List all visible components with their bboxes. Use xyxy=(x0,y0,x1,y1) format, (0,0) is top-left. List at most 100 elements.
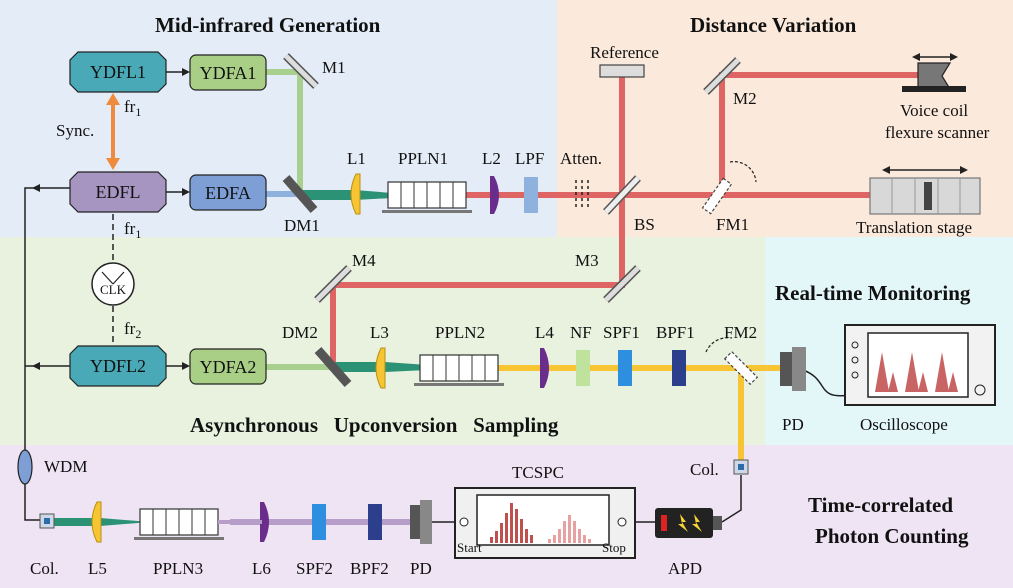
filter-bpf2 xyxy=(368,504,382,540)
edfl-box: EDFL xyxy=(69,171,167,213)
section-title-tcpc-2: Photon Counting xyxy=(815,524,969,548)
mirror-m1-edge xyxy=(284,54,318,88)
tcspc-hist-pulse2-bar xyxy=(583,535,586,543)
svg-text:YDFL2: YDFL2 xyxy=(90,356,146,376)
dm1-label: DM1 xyxy=(284,216,320,235)
attenuator xyxy=(575,180,589,210)
l4-label: L4 xyxy=(535,323,554,342)
sync-arrowhead-down xyxy=(106,158,120,170)
beam-purple-taper xyxy=(218,520,262,524)
reference-label: Reference xyxy=(590,43,659,62)
voice-coil-label-1: Voice coil xyxy=(900,101,968,120)
ydfa2-box: YDFA2 xyxy=(189,348,267,385)
flip-mirror-fm2 xyxy=(723,350,759,386)
lens-l3 xyxy=(375,347,386,389)
translation-stage-label: Translation stage xyxy=(856,218,972,237)
arrowhead-2 xyxy=(182,188,190,196)
arrowhead-3 xyxy=(182,362,190,370)
lens-l5 xyxy=(91,501,102,543)
ppln1-label: PPLN1 xyxy=(398,149,448,168)
l5-label: L5 xyxy=(88,559,107,578)
nf-label: NF xyxy=(570,323,592,342)
fiber-edfl-wdm xyxy=(24,187,70,450)
col-right-label: Col. xyxy=(690,460,719,479)
svg-text:EDFA: EDFA xyxy=(205,183,251,203)
mirror-m4-edge xyxy=(315,266,351,302)
fm2-rotate-arrow xyxy=(705,337,733,353)
ppln3-crystal xyxy=(134,508,224,540)
section-title-distance: Distance Variation xyxy=(690,13,857,37)
sync-arrowhead-up xyxy=(106,93,120,105)
section-title-tcpc-1: Time-correlated xyxy=(808,493,953,517)
beam-splitter-bs-edge xyxy=(604,176,640,214)
tcspc-hist-pulse2-bar xyxy=(568,515,571,543)
lens-l1 xyxy=(350,173,361,215)
spf2-label: SPF2 xyxy=(296,559,333,578)
tcspc-hist-pulse1-bar xyxy=(495,531,498,543)
fm2-label: FM2 xyxy=(724,323,757,342)
filter-spf2 xyxy=(312,504,326,540)
collimator-right xyxy=(733,459,749,475)
tcspc-hist-pulse1-bar xyxy=(510,503,513,543)
l1-label: L1 xyxy=(347,149,366,168)
sync-label: Sync. xyxy=(56,121,94,140)
oscilloscope-label: Oscilloscope xyxy=(860,415,948,434)
mirror-m2-edge xyxy=(704,58,740,94)
edfa-box: EDFA xyxy=(189,174,267,211)
bs-label: BS xyxy=(634,215,655,234)
dichroic-dm2 xyxy=(314,347,352,387)
lpf-label: LPF xyxy=(515,149,544,168)
atten-label: Atten. xyxy=(560,149,602,168)
photodiode-top xyxy=(780,347,806,391)
lens-l4 xyxy=(540,348,549,388)
tcspc-stop-label: Stop xyxy=(602,540,626,555)
dm2-label: DM2 xyxy=(282,323,318,342)
fiber-wdm-col xyxy=(24,484,42,521)
col-left-label: Col. xyxy=(30,559,59,578)
mirror-m3-edge xyxy=(604,266,640,302)
m3-label: M3 xyxy=(575,251,599,270)
filter-bpf1 xyxy=(672,350,686,386)
voice-coil-label-2: flexure scanner xyxy=(885,123,990,142)
pd-bottom-label: PD xyxy=(410,559,432,578)
svg-text:YDFL1: YDFL1 xyxy=(90,62,146,82)
tcspc-hist-pulse2-bar xyxy=(588,539,591,543)
wdm-label: WDM xyxy=(44,457,87,476)
m1-label: M1 xyxy=(322,58,346,77)
tcspc-hist-pulse2-bar xyxy=(578,529,581,543)
lens-l6 xyxy=(260,502,269,542)
dichroic-dm1 xyxy=(282,175,318,213)
oscilloscope xyxy=(844,324,996,406)
arrowhead-1 xyxy=(182,68,190,76)
section-title-mid-ir: Mid-infrared Generation xyxy=(155,13,381,37)
tcspc-label: TCSPC xyxy=(512,463,564,482)
filter-nf xyxy=(576,350,590,386)
tcspc-hist-pulse1-bar xyxy=(490,537,493,543)
ppln3-label: PPLN3 xyxy=(153,559,203,578)
tcspc-hist-pulse2-bar xyxy=(573,521,576,543)
l2-label: L2 xyxy=(482,149,501,168)
fm1-rotate-arrow xyxy=(729,161,757,183)
tcspc-histogram xyxy=(490,503,591,543)
clk-circle: CLK xyxy=(91,262,135,306)
tcspc-hist-pulse1-bar xyxy=(515,509,518,543)
ppln2-label: PPLN2 xyxy=(435,323,485,342)
filter-spf1 xyxy=(618,350,632,386)
lens-l2 xyxy=(490,176,499,214)
section-title-monitoring: Real-time Monitoring xyxy=(775,281,971,305)
tcspc-box xyxy=(454,487,636,559)
ppln1-crystal xyxy=(382,181,472,213)
ydfl1-box: YDFL1 xyxy=(69,51,167,93)
m4-label: M4 xyxy=(352,251,376,270)
tcspc-hist-pulse1-bar xyxy=(520,519,523,543)
fr1-top-label: fr1 xyxy=(124,97,141,119)
arrowhead-4 xyxy=(32,184,40,192)
tcspc-hist-pulse2-bar xyxy=(563,521,566,543)
spf1-label: SPF1 xyxy=(603,323,640,342)
fiber-col-apd xyxy=(721,475,742,523)
svg-text:CLK: CLK xyxy=(100,282,127,297)
fr2-label: fr2 xyxy=(124,319,141,341)
svg-text:EDFL: EDFL xyxy=(96,182,141,202)
cable-pd-osc xyxy=(802,369,851,397)
